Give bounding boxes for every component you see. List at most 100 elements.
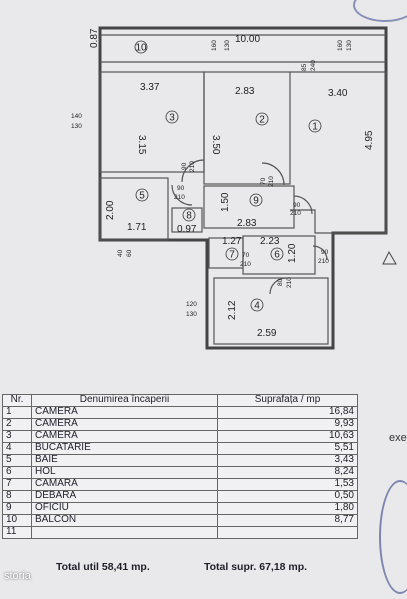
side-text: exe: [389, 432, 407, 444]
cell-nr: 1: [2, 406, 32, 419]
opening-label: 90: [177, 185, 185, 192]
cell-nr: 11: [2, 526, 32, 539]
cell-name: BAIE: [30, 454, 219, 467]
svg-text:5: 5: [139, 191, 145, 202]
room-number-1: 1: [308, 119, 322, 133]
door-arc: [261, 162, 285, 186]
cell-area: 9,93: [217, 418, 358, 431]
opening-label: 210: [268, 176, 275, 187]
storia-watermark: storia: [4, 570, 31, 582]
cell-name: OFICIU: [30, 502, 219, 515]
cell-nr: 3: [2, 430, 32, 443]
cell-nr: 6: [2, 466, 32, 479]
room-number-4: 4: [250, 298, 264, 312]
opening-label: 160: [211, 40, 218, 51]
cell-area: 3,43: [217, 454, 358, 467]
legend-header-row: Nr. Denumirea încaperii Suprafața / mp: [2, 394, 358, 407]
cell-area: 16,84: [217, 406, 358, 419]
opening-label: 70: [242, 252, 250, 259]
cell-area: 0,50: [217, 490, 358, 503]
cell-nr: 7: [2, 478, 32, 491]
svg-text:2: 2: [259, 115, 265, 126]
cell-area: 5,51: [217, 442, 358, 455]
header-nr: Nr.: [2, 394, 32, 407]
opening-label: 210: [290, 210, 301, 217]
opening-label: 130: [346, 40, 353, 51]
dim-room2-height: 3.50: [210, 135, 221, 155]
cell-area: 1,53: [217, 478, 358, 491]
opening-label: 120: [186, 301, 197, 308]
opening-label: 90: [181, 162, 188, 170]
dim-total-width: 10.00: [235, 34, 260, 45]
svg-text:8: 8: [186, 211, 192, 222]
opening-label: 210: [189, 161, 196, 172]
room-number-9: 9: [249, 193, 263, 207]
room-number-2: 2: [255, 112, 269, 126]
cell-name: BALCON: [30, 514, 219, 527]
svg-text:7: 7: [229, 250, 235, 261]
cell-area: 10,63: [217, 430, 358, 443]
totals-row: Total util 58,41 mp. Total supr. 67,18 m…: [2, 559, 358, 575]
door-arc: [293, 195, 313, 215]
room-8-outline: [171, 207, 203, 233]
door-arc: [269, 277, 287, 295]
cell-nr: 8: [2, 490, 32, 503]
total-useful: Total util 58,41 mp.: [56, 561, 150, 573]
room-number-6: 6: [270, 247, 284, 261]
dim-room4-width: 2.59: [257, 328, 277, 339]
header-area: Suprafața / mp: [217, 394, 358, 407]
svg-text:4: 4: [254, 301, 260, 312]
cell-area: 1,80: [217, 502, 358, 515]
door-arc: [181, 159, 205, 183]
door-arc: [312, 245, 328, 261]
dim-room8-width: 0.97: [177, 224, 197, 235]
opening-label: 40: [117, 249, 124, 257]
opening-label: 210: [318, 258, 329, 265]
cell-name: CAMERA: [30, 406, 219, 419]
dim-room2-width: 2.83: [235, 86, 255, 97]
floor-plan: 10.00 0.87 3.37 3.15 2.83 3.50 3.40 4.95…: [71, 26, 397, 350]
door-arc: [171, 184, 193, 206]
dim-room3-height: 3.15: [136, 135, 147, 155]
total-built: Total supr. 67,18 mp.: [204, 561, 308, 573]
dim-hall-width: 2.23: [260, 236, 280, 247]
north-marker-icon: [382, 250, 397, 265]
cell-name: CAMERA: [30, 430, 219, 443]
dim-room7-width: 1.27: [222, 236, 242, 247]
opening-label: 80: [277, 278, 284, 286]
dim-room5-width: 1.71: [127, 222, 147, 233]
dim-room1-width: 3.40: [328, 88, 348, 99]
dim-room3-width: 3.37: [140, 82, 160, 93]
room-4-outline: [213, 277, 329, 345]
opening-label: 210: [286, 277, 293, 288]
dim-room5-height: 2.00: [105, 200, 116, 220]
opening-label: 130: [186, 311, 197, 318]
dim-room4-height: 2.12: [227, 300, 238, 320]
dim-room9-width: 2.83: [237, 218, 257, 229]
cell-nr: 9: [2, 502, 32, 515]
opening-label: 140: [71, 113, 82, 120]
cell-name: [30, 526, 219, 539]
room-6-outline: [242, 235, 316, 275]
opening-label: 240: [310, 60, 317, 71]
stamp-seal-bottom: [379, 480, 407, 594]
opening-label: 90: [293, 202, 301, 209]
cell-area: [217, 526, 358, 539]
outer-wall: [98, 26, 388, 350]
cell-nr: 2: [2, 418, 32, 431]
dim-top-left: 0.87: [89, 28, 100, 48]
opening-label: 70: [260, 177, 267, 185]
opening-label: 160: [337, 40, 344, 51]
dim-room6-height: 1.20: [287, 243, 298, 263]
svg-text:3: 3: [169, 113, 175, 124]
cell-area: 8,24: [217, 466, 358, 479]
room-2-outline: [203, 71, 291, 185]
